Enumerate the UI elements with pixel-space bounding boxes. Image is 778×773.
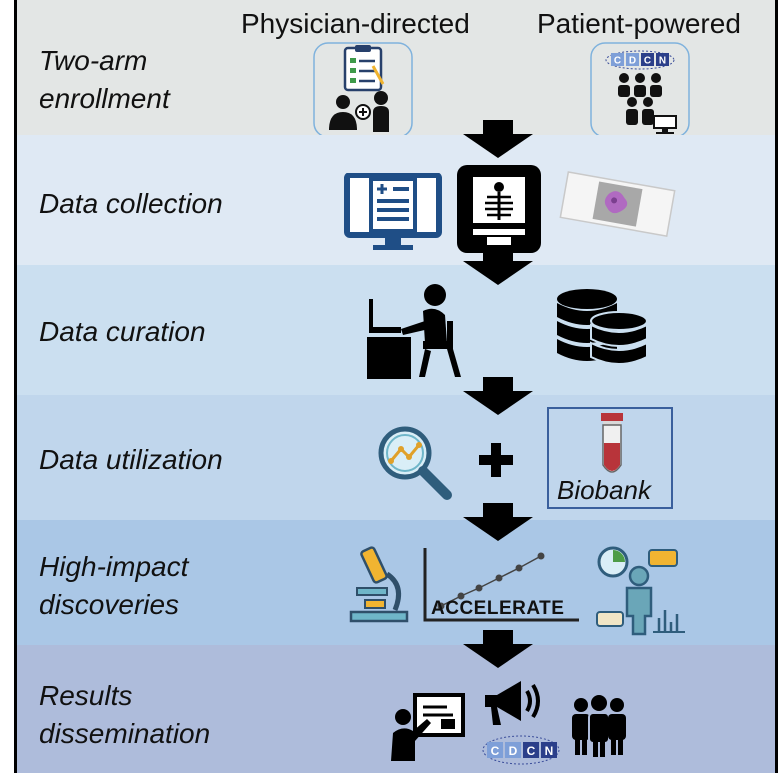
flow-arrow-3 — [463, 377, 533, 415]
step-label-curation: Data curation — [39, 316, 206, 347]
header-patient-powered: Patient-powered — [537, 8, 741, 39]
step-label-utilization: Data utilization — [39, 444, 223, 475]
diagram-frame: Physician-directed Patient-powered Two-a… — [14, 0, 778, 773]
community-group-icon — [569, 695, 629, 757]
band-data-utilization: Data utilization — [17, 395, 775, 520]
person-at-desk-icon — [365, 281, 465, 381]
step-label-discoveries: High-impact discoveries — [39, 551, 189, 620]
biobank-label: Biobank — [557, 475, 651, 505]
accelerate-trend-chart: ACCELERATE — [421, 548, 581, 624]
svg-text:D: D — [509, 744, 518, 758]
svg-text:C: C — [644, 56, 651, 67]
biobank-box: Biobank — [547, 407, 673, 509]
megaphone-icon — [481, 675, 551, 733]
microscope-icon — [343, 544, 413, 624]
band-data-curation: Data curation — [17, 265, 775, 395]
band-results-dissemination: Results dissemination — [17, 645, 775, 773]
flow-arrow-1 — [463, 120, 533, 158]
svg-text:C: C — [491, 744, 500, 758]
svg-text:C: C — [614, 56, 621, 67]
database-icon — [553, 287, 653, 377]
band-data-collection: Data collection — [17, 135, 775, 265]
band-high-impact-discoveries: High-impact discoveries ACCELERATE — [17, 520, 775, 645]
xray-icon — [457, 165, 541, 253]
step-label-dissemination: Results dissemination — [39, 680, 211, 749]
step-label-enrollment: Two-arm enrollment — [39, 45, 170, 114]
svg-text:C: C — [527, 744, 536, 758]
accelerate-label: ACCELERATE — [431, 598, 565, 619]
flow-arrow-2 — [463, 247, 533, 285]
patient-community-icon: C D C N — [590, 42, 690, 138]
physician-enrollment-icon — [313, 42, 413, 138]
flow-arrow-4 — [463, 503, 533, 541]
presenter-icon — [387, 693, 467, 763]
plus-icon — [479, 443, 513, 477]
magnifier-analytics-icon — [375, 425, 455, 501]
svg-text:N: N — [545, 744, 554, 758]
step-label-collection: Data collection — [39, 188, 223, 219]
flow-arrow-5 — [463, 630, 533, 668]
band-two-arm-enrollment: Physician-directed Patient-powered Two-a… — [17, 0, 775, 138]
svg-text:N: N — [659, 56, 666, 67]
ehr-computer-icon — [343, 173, 443, 253]
pathology-slide-icon — [557, 167, 677, 247]
svg-text:D: D — [629, 56, 636, 67]
header-physician-directed: Physician-directed — [241, 8, 470, 39]
patient-insights-icon — [591, 544, 687, 636]
